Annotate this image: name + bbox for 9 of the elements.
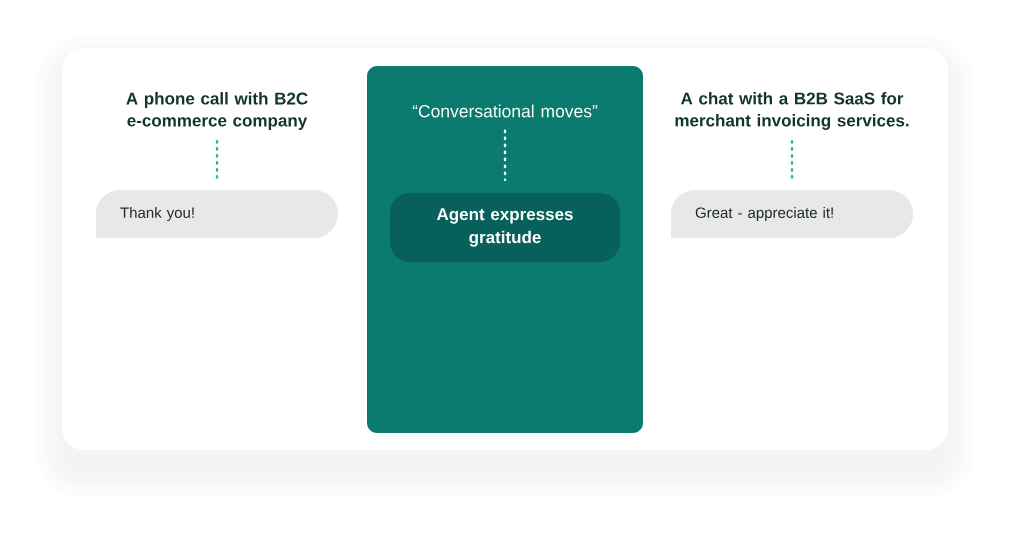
speech-bubble: Great - appreciate it!	[671, 190, 913, 238]
dotted-connector	[790, 139, 794, 181]
column-heading: A phone call with B2C e-commerce company	[126, 92, 308, 130]
dotted-connector	[503, 129, 507, 181]
column-heading: A chat with a B2B SaaS for merchant invoicing services.	[675, 92, 909, 130]
column-heading: “Conversational moves”	[412, 104, 598, 118]
label-box: Agent expresses gratitude	[390, 193, 620, 262]
speech-bubble: Thank you!	[96, 190, 338, 238]
dotted-connector	[215, 139, 219, 181]
